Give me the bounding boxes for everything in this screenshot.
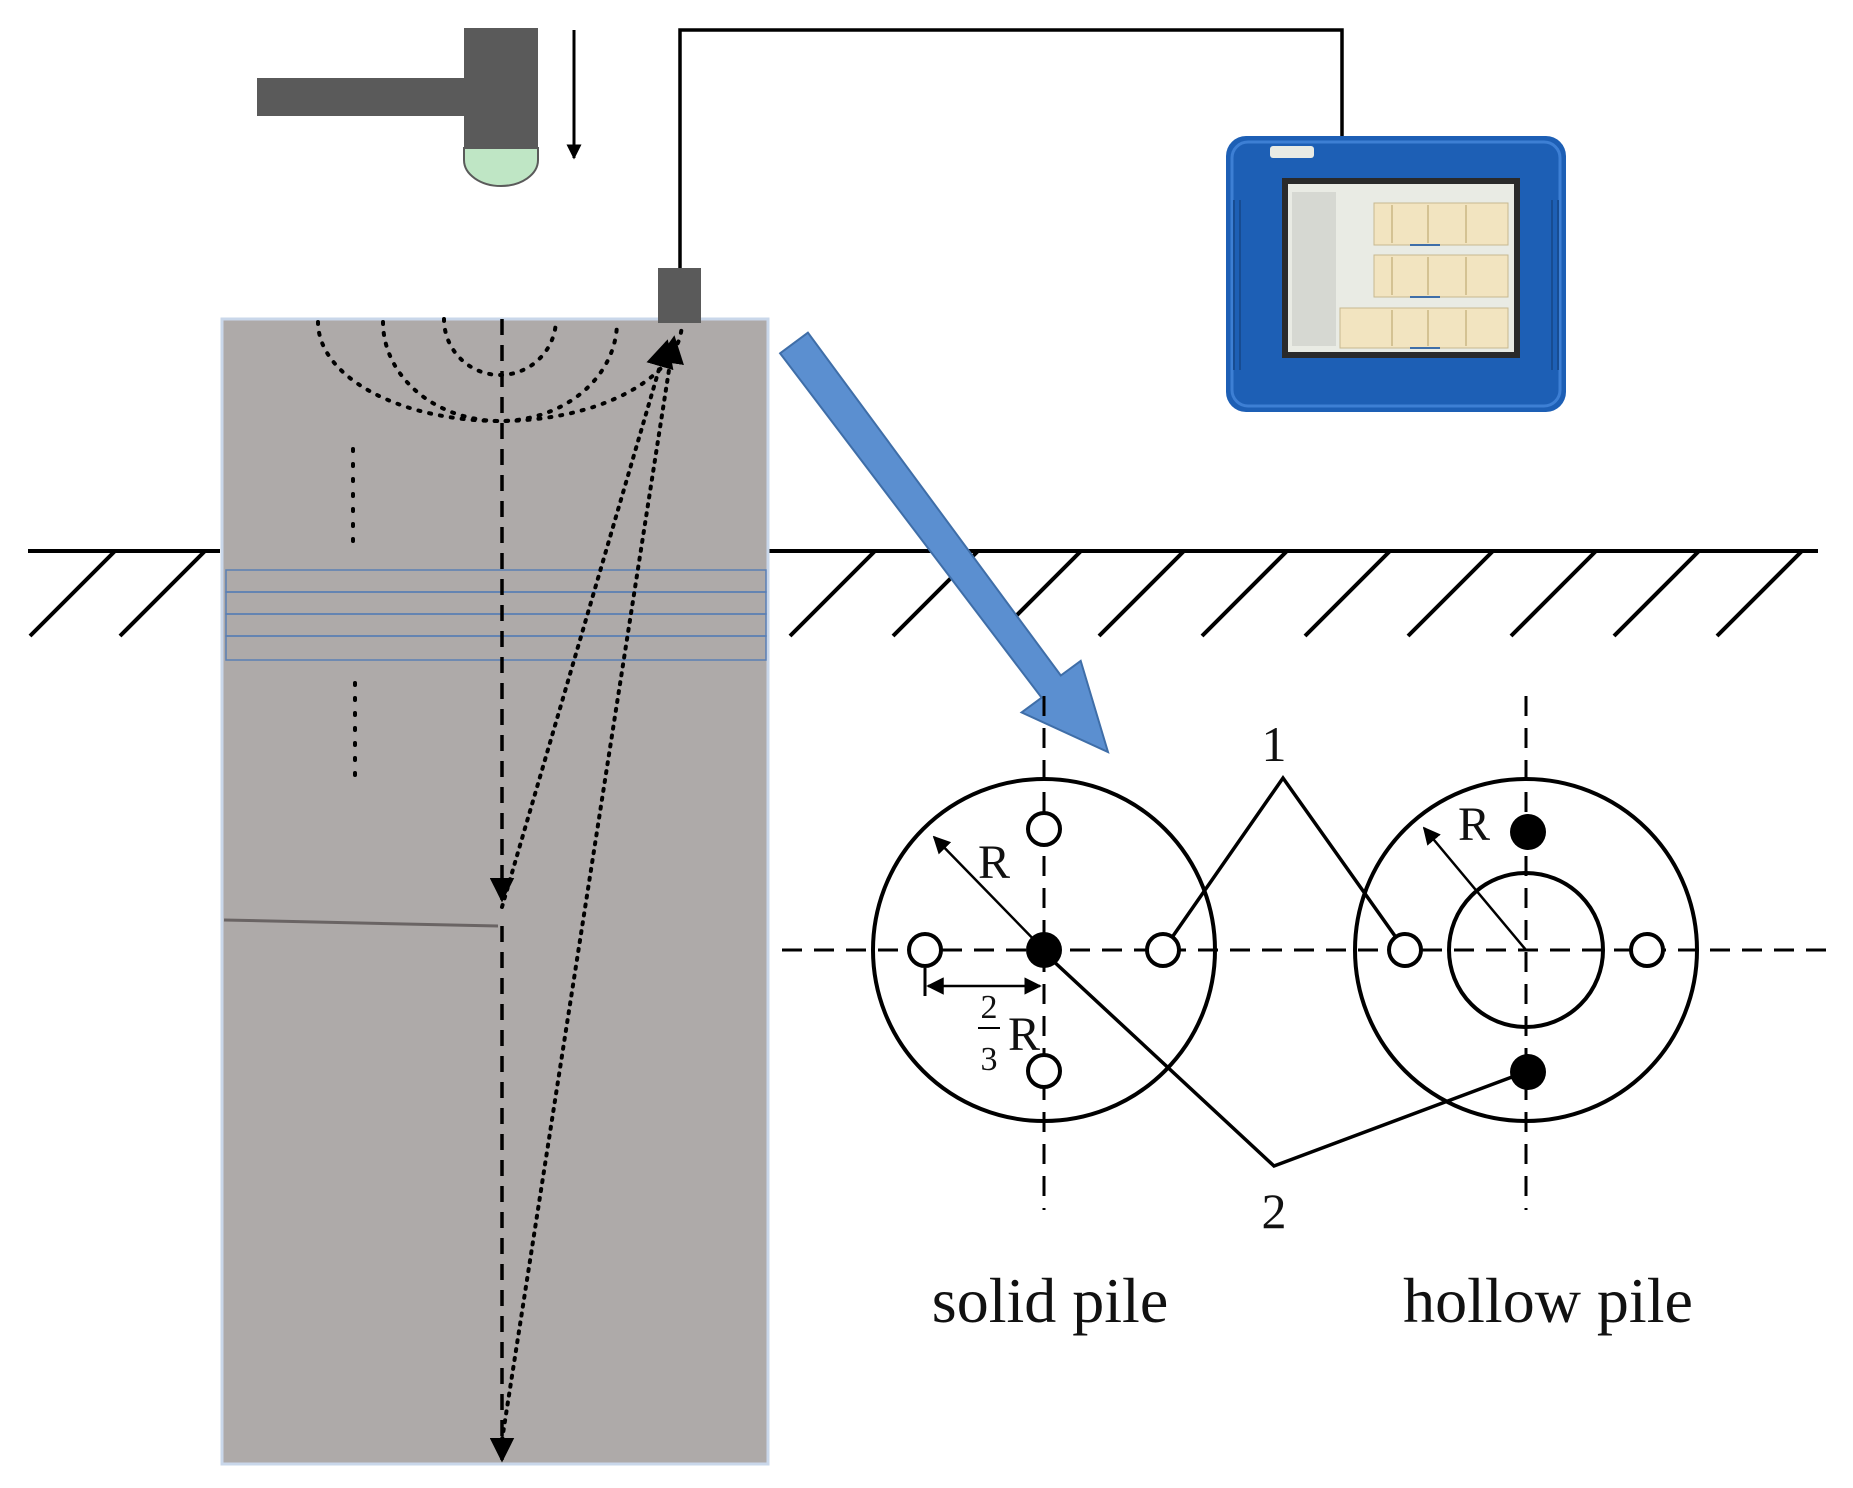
sensor-point-open — [1026, 1053, 1062, 1089]
marker-1-label: 1 — [1262, 716, 1287, 772]
hammer-point-filled — [1510, 1054, 1546, 1090]
two-thirds-denominator: 3 — [981, 1041, 998, 1078]
pile-integrity-tester-icon — [1226, 136, 1566, 412]
solid-pile-section — [871, 777, 1217, 1123]
sensor-point-open — [1387, 932, 1423, 968]
solid-pile-caption: solid pile — [932, 1265, 1168, 1336]
radius-arrow-hollow — [1422, 826, 1527, 951]
defect-line — [223, 918, 499, 928]
soil-layer-bands — [225, 569, 767, 661]
radius-label-solid: R — [978, 836, 1010, 889]
wave-path-reflected — [500, 335, 684, 1442]
leader-lines-1 — [1171, 774, 1397, 938]
hammer-point-filled — [1510, 814, 1546, 850]
radius-arrow-solid — [932, 835, 1045, 951]
sensor-cable — [678, 28, 1344, 268]
leader-lines-2 — [1048, 956, 1513, 1169]
impact-hammer-icon — [257, 28, 539, 187]
sensor-point-open — [907, 932, 943, 968]
two-thirds-r-label: R — [1008, 1008, 1040, 1061]
radius-label-hollow: R — [1458, 798, 1490, 851]
continuation-dots — [351, 447, 357, 784]
pile-body — [220, 317, 770, 1466]
hollow-pile-section — [1353, 777, 1699, 1123]
sensor-point-open — [1629, 932, 1665, 968]
two-thirds-numerator: 2 — [981, 989, 998, 1026]
sensor-point-open — [1026, 811, 1062, 847]
sensor-point-open — [1145, 932, 1181, 968]
marker-2-label: 2 — [1262, 1183, 1287, 1239]
hollow-pile-caption: hollow pile — [1403, 1265, 1693, 1336]
cross-section-pointer-arrow — [778, 331, 1110, 754]
sensor-block-icon — [658, 268, 701, 323]
